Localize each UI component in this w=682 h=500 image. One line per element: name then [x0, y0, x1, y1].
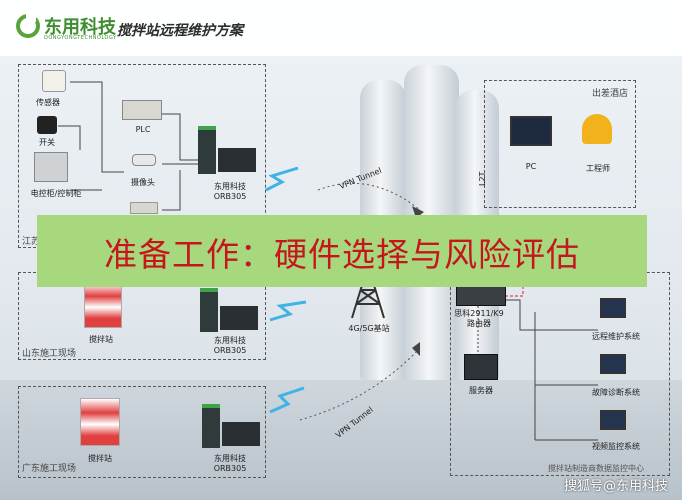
vpn-arrow-bottom: [412, 342, 420, 356]
pc-icon: [510, 116, 552, 146]
brand-subtitle: DONGYONGTECHNOLOGY: [44, 35, 117, 41]
lower-device-line: [162, 170, 181, 211]
cisco-router-line2: 路由器: [466, 319, 491, 328]
brand-name: 东用科技: [44, 17, 116, 38]
site-label-jiangsu: 江苏: [22, 237, 41, 247]
video-system-icon: [600, 410, 626, 430]
station-icon-bottom: [80, 398, 120, 446]
tower-label: 4G/5G基站: [348, 324, 390, 333]
site-box-guangdong: [18, 386, 266, 478]
switch-label: 开关: [39, 138, 55, 147]
cisco-router-label: 思科2911/K9 路由器: [454, 309, 503, 329]
router-icon-mid: [200, 288, 218, 332]
station-icon-mid: [84, 282, 122, 328]
router-label-mid: 东用科技 ORB305: [214, 336, 247, 356]
remote-system-icon: [600, 298, 626, 318]
l2tp-label: L2T: [478, 171, 487, 186]
banner-text: 准备工作：硬件选择与风险评估: [104, 235, 580, 274]
camera-label: 摄像头: [131, 178, 155, 187]
sensor-icon: [42, 70, 66, 92]
pc-label: PC: [525, 162, 537, 171]
cabinet-label: 电控柜/控制柜: [30, 189, 82, 198]
title-banner: 准备工作：硬件选择与风险评估: [37, 215, 647, 287]
signal-bolt-1: [265, 166, 299, 192]
hotel-label: 出差酒店: [592, 89, 629, 99]
switch-box-icon-bottom: [222, 422, 260, 446]
site-label-shandong: 山东施工现场: [22, 349, 77, 359]
sensor-label: 传感器: [36, 98, 60, 107]
plc-line: [162, 113, 198, 161]
hotel-box: [484, 80, 636, 208]
diagnose-system-label: 故障诊断系统: [592, 388, 640, 397]
vpn-arc-top: [317, 182, 421, 211]
remote-system-label: 远程维护系统: [592, 332, 640, 341]
signal-bolt-3: [269, 386, 305, 414]
cisco-router-icon: [456, 284, 506, 306]
server-label: 服务器: [469, 386, 493, 395]
logo-icon: [16, 12, 40, 38]
signal-bolt-2: [269, 300, 307, 322]
router-label-bottom: 东用科技 ORB305: [214, 454, 247, 474]
header: 东用科技 DONGYONGTECHNOLOGY 搅拌站远程维护方案: [0, 0, 682, 56]
page-title: 搅拌站远程维护方案: [117, 23, 243, 39]
station-label-bottom: 搅拌站: [88, 454, 112, 463]
router-icon-top: [198, 126, 216, 174]
engineer-label: 工程师: [586, 164, 610, 173]
site-label-guangdong: 广东施工现场: [22, 464, 77, 474]
diagnose-system-icon: [600, 354, 626, 374]
router-icon-bottom: [202, 404, 220, 448]
hardhat-icon: [582, 114, 612, 144]
camera-icon: [132, 154, 156, 166]
sensor-line: [70, 81, 124, 173]
switch-line: [58, 125, 81, 150]
lower-device-icon: [130, 202, 158, 214]
plc-label: PLC: [135, 125, 151, 134]
router-right-line: [505, 299, 535, 331]
router-label-bottom-line2: ORB305: [213, 464, 247, 473]
switch-box-icon-top: [218, 148, 256, 172]
plc-icon: [122, 100, 162, 120]
datacenter-label: 搅拌站制造商数据监控中心: [548, 464, 644, 473]
cisco-router-line1: 思科2911/K9: [454, 309, 504, 318]
router-label-mid-line2: ORB305: [213, 346, 247, 355]
router-label-top: 东用科技 ORB305: [214, 182, 247, 202]
router-label-top-line1: 东用科技: [214, 182, 246, 191]
watermark: 搜狐号@东用科技: [563, 479, 668, 494]
router-label-mid-line1: 东用科技: [214, 336, 246, 345]
station-label-mid: 搅拌站: [89, 335, 113, 344]
server-icon: [464, 354, 498, 380]
switch-box-icon-mid: [220, 306, 258, 330]
router-label-bottom-line1: 东用科技: [214, 454, 246, 463]
vpn-arc-bottom: [299, 349, 419, 421]
video-system-label: 视频监控系统: [592, 442, 640, 451]
router-label-top-line2: ORB305: [213, 192, 247, 201]
cabinet-icon: [34, 152, 68, 182]
switch-icon: [37, 116, 57, 134]
